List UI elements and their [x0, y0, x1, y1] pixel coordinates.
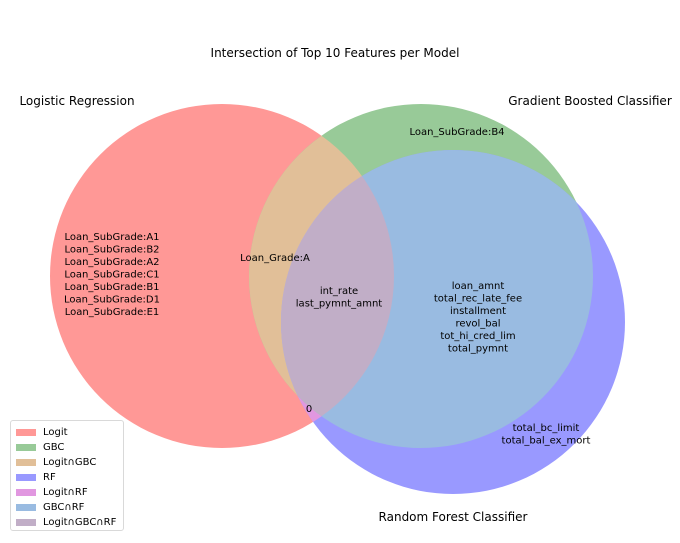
region-label: revol_bal [455, 319, 500, 330]
legend-label: GBC∩RF [43, 502, 85, 513]
region-label: Loan_SubGrade:B1 [64, 282, 159, 293]
legend-item: Logit [16, 425, 123, 440]
region-label: Loan_Grade:A [240, 253, 310, 264]
legend-swatch [16, 429, 36, 436]
legend-item: Logit∩RF [16, 485, 123, 500]
region-label: Loan_SubGrade:E1 [65, 307, 160, 318]
legend-swatch [16, 519, 36, 526]
region-label: 0 [306, 404, 312, 415]
legend-item: Logit∩GBC∩RF [16, 515, 123, 530]
legend-label: Logit [43, 427, 68, 438]
region-label: installment [450, 306, 506, 317]
gbc-set-label: Gradient Boosted Classifier [508, 94, 672, 108]
region-label: Loan_SubGrade:A2 [64, 257, 159, 268]
legend-swatch [16, 474, 36, 481]
region-label: Loan_SubGrade:B4 [409, 127, 504, 138]
legend-swatch [16, 504, 36, 511]
region-label: Loan_SubGrade:B2 [64, 245, 159, 256]
legend-label: GBC [43, 442, 65, 453]
legend-label: Logit∩GBC [43, 457, 97, 468]
legend-label: RF [43, 472, 56, 483]
region-label: tot_hi_cred_lim [440, 331, 515, 342]
region-label: Loan_SubGrade:A1 [64, 232, 159, 243]
region-label: total_bc_limit [513, 423, 580, 434]
logit-set-label: Logistic Regression [19, 94, 134, 108]
legend-item: RF [16, 470, 123, 485]
region-label: int_rate [320, 286, 358, 297]
region-label: total_bal_ex_mort [502, 436, 591, 447]
rf-set-label: Random Forest Classifier [379, 510, 528, 524]
logit-rf-labels: 0 [306, 404, 312, 415]
legend-swatch [16, 444, 36, 451]
legend-swatch [16, 459, 36, 466]
region-label: last_pymnt_amnt [296, 299, 383, 310]
legend-item: GBC [16, 440, 123, 455]
legend-item: Logit∩GBC [16, 455, 123, 470]
legend-label: Logit∩RF [43, 487, 88, 498]
region-label: total_rec_late_fee [434, 294, 522, 305]
legend-item: GBC∩RF [16, 500, 123, 515]
region-label: total_pymnt [448, 344, 508, 355]
logit-only-labels: Loan_SubGrade:A1Loan_SubGrade:B2Loan_Sub… [64, 232, 160, 318]
region-label: Loan_SubGrade:D1 [64, 295, 160, 306]
region-label: loan_amnt [452, 281, 505, 292]
logit-gbc-labels: Loan_Grade:A [240, 253, 310, 264]
all-three-labels: int_rate last_pymnt_amnt [296, 286, 383, 310]
legend-swatch [16, 489, 36, 496]
region-label: Loan_SubGrade:C1 [64, 270, 159, 281]
gbc-only-labels: Loan_SubGrade:B4 [409, 127, 504, 138]
legend-label: Logit∩GBC∩RF [43, 517, 117, 528]
rf-only-labels: total_bc_limit total_bal_ex_mort [502, 423, 591, 447]
chart-title: Intersection of Top 10 Features per Mode… [211, 46, 460, 60]
